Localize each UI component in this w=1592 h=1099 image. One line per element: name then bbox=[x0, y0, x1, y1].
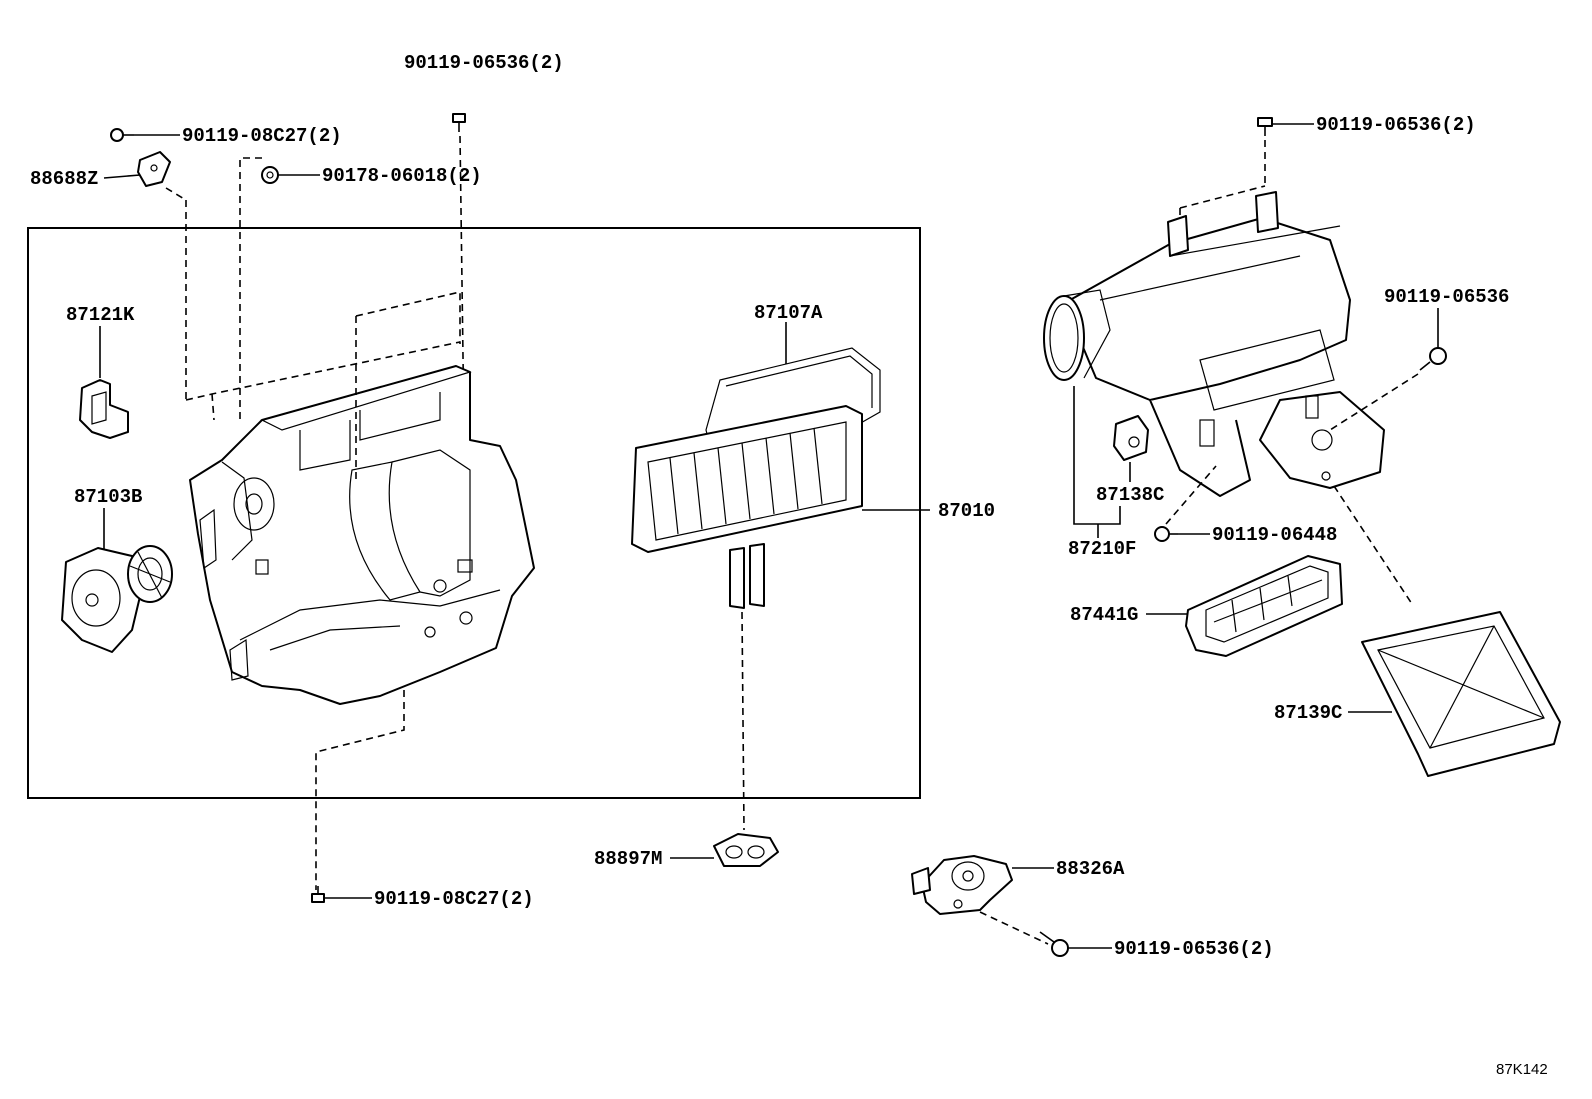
label-87139c: 87139C bbox=[1274, 702, 1342, 724]
label-87103b: 87103B bbox=[74, 486, 142, 508]
blower-motor-icon-87103b[interactable] bbox=[61, 545, 173, 653]
label-88688z: 88688Z bbox=[30, 168, 98, 190]
label-90119-06448: 90119-06448 bbox=[1212, 524, 1337, 546]
grommet-icon-88897m[interactable] bbox=[713, 833, 779, 867]
label-90119-08c27-bottom: 90119-08C27(2) bbox=[374, 888, 534, 910]
bolt-icon-bottom-left[interactable] bbox=[311, 886, 325, 903]
label-88326a: 88326A bbox=[1056, 858, 1125, 880]
label-90119-06536-bottom-right: 90119-06536(2) bbox=[1114, 938, 1274, 960]
sensor-icon-87138c[interactable] bbox=[1113, 415, 1149, 461]
label-90119-06536-right: 90119-06536 bbox=[1384, 286, 1509, 308]
screw-icon-bottom-right[interactable] bbox=[1039, 931, 1069, 957]
bolt-icon-right-top[interactable] bbox=[1257, 117, 1273, 136]
label-87010: 87010 bbox=[938, 500, 995, 522]
servo-icon-88326a[interactable] bbox=[911, 855, 1013, 915]
filter-cover-icon-87441g[interactable] bbox=[1185, 555, 1343, 657]
screw-icon-90119-06448[interactable] bbox=[1154, 526, 1178, 542]
label-87121k: 87121K bbox=[66, 304, 135, 326]
label-90119-06536-top: 90119-06536(2) bbox=[404, 52, 564, 74]
assembly-frame-87010 bbox=[27, 227, 921, 799]
label-88897m: 88897M bbox=[594, 848, 662, 870]
bolt-icon-top-left[interactable] bbox=[110, 128, 134, 142]
nut-icon-90178[interactable] bbox=[261, 166, 279, 184]
bracket-icon-87121k[interactable] bbox=[79, 379, 129, 439]
blower-case-icon-87210f[interactable] bbox=[1043, 191, 1385, 497]
bracket-icon-88688z[interactable] bbox=[137, 151, 171, 187]
label-87441g: 87441G bbox=[1070, 604, 1138, 626]
label-87210f: 87210F bbox=[1068, 538, 1136, 560]
diagram-code: 87K142 bbox=[1496, 1061, 1548, 1078]
label-90119-06536-right-top: 90119-06536(2) bbox=[1316, 114, 1476, 136]
label-87138c: 87138C bbox=[1096, 484, 1164, 506]
heater-housing-icon[interactable] bbox=[189, 365, 535, 705]
label-87107a: 87107A bbox=[754, 302, 823, 324]
bolt-icon-top-center[interactable] bbox=[452, 113, 466, 132]
heater-core-icon-87107a[interactable] bbox=[631, 347, 881, 609]
label-90178-06018: 90178-06018(2) bbox=[322, 165, 482, 187]
air-filter-icon-87139c[interactable] bbox=[1361, 611, 1561, 777]
screw-icon-90119-06536-right[interactable] bbox=[1419, 347, 1447, 371]
label-90119-08c27-top: 90119-08C27(2) bbox=[182, 125, 342, 147]
